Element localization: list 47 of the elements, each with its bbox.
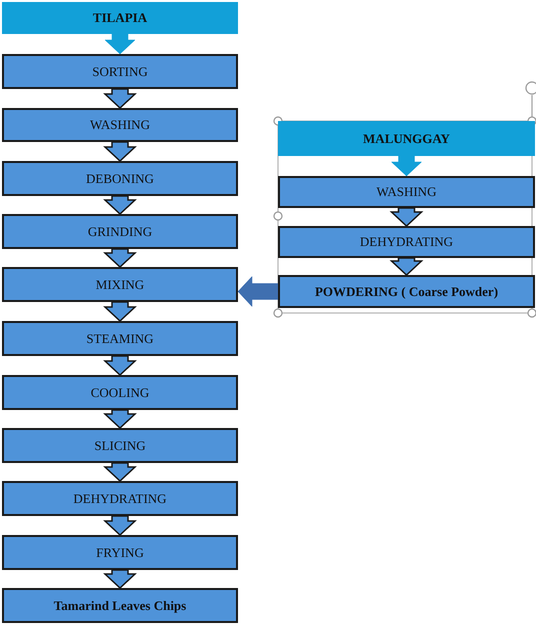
step-label: MALUNGGAY: [363, 130, 450, 146]
block-arrow: [103, 515, 137, 536]
process-box: [2, 161, 238, 196]
process-box: [2, 214, 238, 249]
process-box: [2, 481, 238, 516]
header-box: [2, 2, 238, 34]
step-label: DEBONING: [86, 170, 154, 186]
step-label: DEHYDRATING: [73, 490, 167, 506]
process-box: [2, 267, 238, 302]
block-arrow: [390, 207, 424, 228]
process-box: [2, 428, 238, 463]
step-label: WASHING: [90, 117, 150, 133]
step-label: MIXING: [96, 276, 144, 292]
step-label: WASHING: [376, 184, 436, 200]
process-box: [2, 375, 238, 410]
block-arrow: [103, 569, 137, 590]
process-box: [278, 176, 535, 208]
step-label: SORTING: [92, 64, 148, 80]
process-box: [278, 275, 535, 308]
block-arrow: [103, 462, 137, 482]
block-arrow: [104, 34, 136, 54]
block-arrow: [103, 301, 137, 322]
block-arrow: [391, 156, 422, 176]
step-label: POWDERING ( Coarse Powder): [314, 284, 498, 300]
step-label: DEHYDRATING: [360, 234, 454, 250]
step-label: TILAPIA: [92, 10, 148, 26]
process-box: [2, 108, 238, 142]
process-box: [2, 54, 238, 89]
process-box: [2, 535, 238, 570]
step-label: Tamarind Leaves Chips: [54, 598, 186, 614]
block-arrow: [103, 355, 137, 376]
block-arrow: [103, 195, 137, 216]
block-arrow: [238, 276, 278, 307]
step-label: SLICING: [94, 438, 146, 454]
header-box: [278, 121, 535, 156]
block-arrow: [103, 248, 137, 268]
block-arrow: [103, 88, 137, 110]
block-arrow: [103, 409, 137, 430]
step-label: COOLING: [90, 384, 150, 400]
step-label: FRYING: [96, 544, 144, 560]
process-box: [2, 588, 238, 623]
step-label: GRINDING: [88, 224, 152, 240]
process-box: [2, 321, 238, 356]
step-label: STEAMING: [86, 330, 154, 346]
block-arrow: [390, 257, 424, 276]
process-box: [278, 226, 535, 258]
block-arrow: [103, 141, 137, 162]
